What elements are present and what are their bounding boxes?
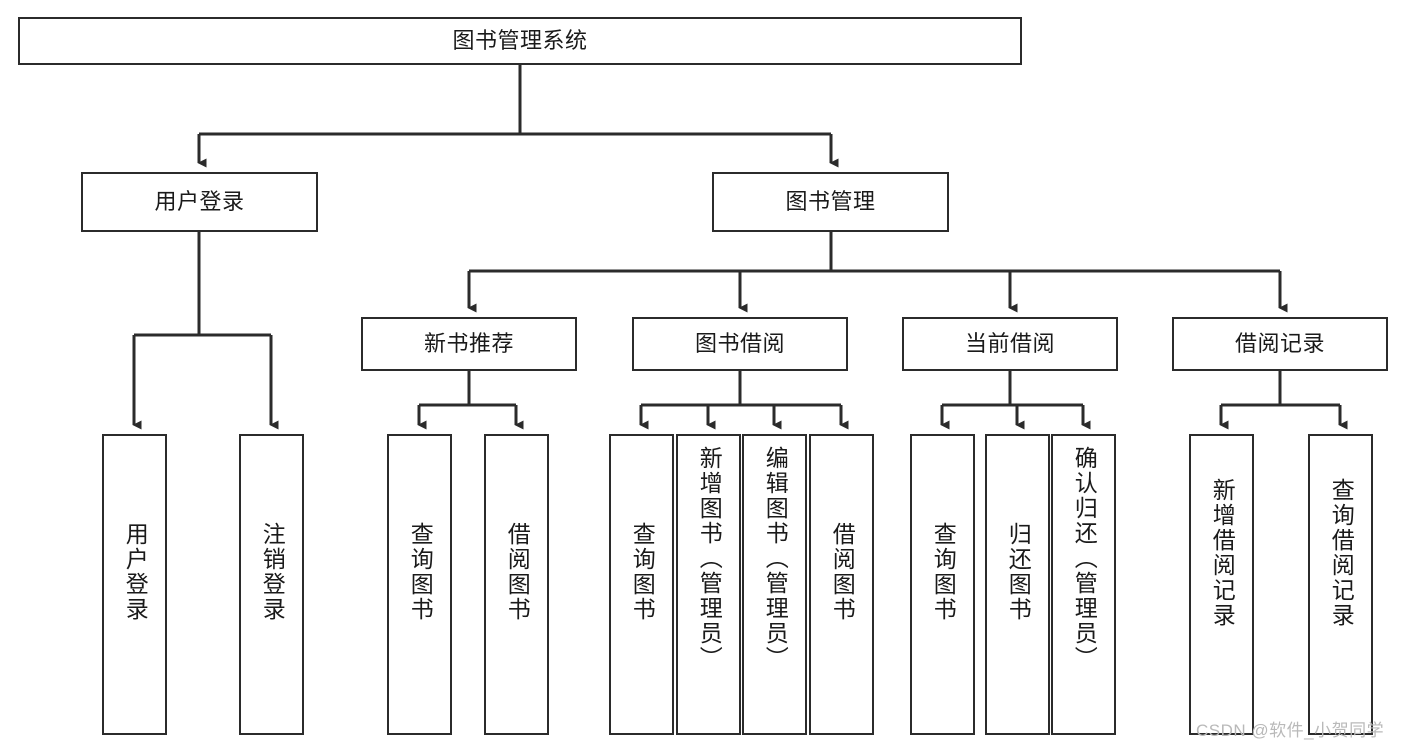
- node-leaf-borrow-book[interactable]: 借阅图书: [809, 434, 874, 735]
- node-leaf-add-borrow-record-label: 新增借阅记录: [1209, 478, 1236, 628]
- node-leaf-add-borrow-record[interactable]: 新增借阅记录: [1189, 434, 1254, 735]
- node-book-manage-label: 图书管理: [785, 188, 876, 214]
- node-leaf-confirm-return-admin[interactable]: 确认归还（管理员）: [1051, 434, 1116, 735]
- node-leaf-query-book-recommend[interactable]: 查询图书: [387, 434, 452, 735]
- node-root[interactable]: 图书管理系统: [18, 17, 1022, 65]
- node-leaf-query-book-recommend-label: 查询图书: [407, 522, 434, 622]
- node-leaf-borrow-book-label: 借阅图书: [829, 522, 856, 622]
- node-leaf-query-borrow-record[interactable]: 查询借阅记录: [1308, 434, 1373, 735]
- node-leaf-query-book-borrow[interactable]: 查询图书: [609, 434, 674, 735]
- node-current-borrow-label: 当前借阅: [964, 330, 1055, 356]
- csdn-watermark: CSDN @软件_小贺同学: [1196, 721, 1385, 740]
- node-book-borrow-label: 图书借阅: [694, 330, 785, 356]
- node-leaf-edit-book-admin-label: 编辑图书（管理员）: [762, 446, 789, 671]
- node-leaf-query-book-borrow-label: 查询图书: [629, 522, 656, 622]
- node-root-label: 图书管理系统: [452, 27, 588, 53]
- node-user-login[interactable]: 用户登录: [81, 172, 318, 232]
- node-leaf-logout-login-label: 注销登录: [259, 522, 286, 622]
- node-leaf-edit-book-admin[interactable]: 编辑图书（管理员）: [742, 434, 807, 735]
- node-leaf-query-book-current[interactable]: 查询图书: [910, 434, 975, 735]
- node-user-login-label: 用户登录: [154, 188, 245, 214]
- node-leaf-return-book[interactable]: 归还图书: [985, 434, 1050, 735]
- node-current-borrow[interactable]: 当前借阅: [902, 317, 1118, 371]
- node-borrow-record-label: 借阅记录: [1234, 330, 1325, 356]
- node-leaf-logout-login[interactable]: 注销登录: [239, 434, 304, 735]
- node-new-book-recommend-label: 新书推荐: [423, 330, 514, 356]
- node-book-borrow[interactable]: 图书借阅: [632, 317, 848, 371]
- node-leaf-user-login-label: 用户登录: [122, 522, 149, 622]
- node-leaf-add-book-admin[interactable]: 新增图书（管理员）: [676, 434, 741, 735]
- node-leaf-borrow-book-recommend[interactable]: 借阅图书: [484, 434, 549, 735]
- node-leaf-borrow-book-recommend-label: 借阅图书: [504, 522, 531, 622]
- node-leaf-confirm-return-admin-label: 确认归还（管理员）: [1071, 446, 1098, 671]
- node-leaf-return-book-label: 归还图书: [1005, 522, 1032, 622]
- node-leaf-query-borrow-record-label: 查询借阅记录: [1328, 478, 1355, 628]
- node-leaf-user-login[interactable]: 用户登录: [102, 434, 167, 735]
- node-leaf-query-book-current-label: 查询图书: [930, 522, 957, 622]
- node-leaf-add-book-admin-label: 新增图书（管理员）: [696, 446, 723, 671]
- node-book-manage[interactable]: 图书管理: [712, 172, 949, 232]
- node-borrow-record[interactable]: 借阅记录: [1172, 317, 1388, 371]
- node-new-book-recommend[interactable]: 新书推荐: [361, 317, 577, 371]
